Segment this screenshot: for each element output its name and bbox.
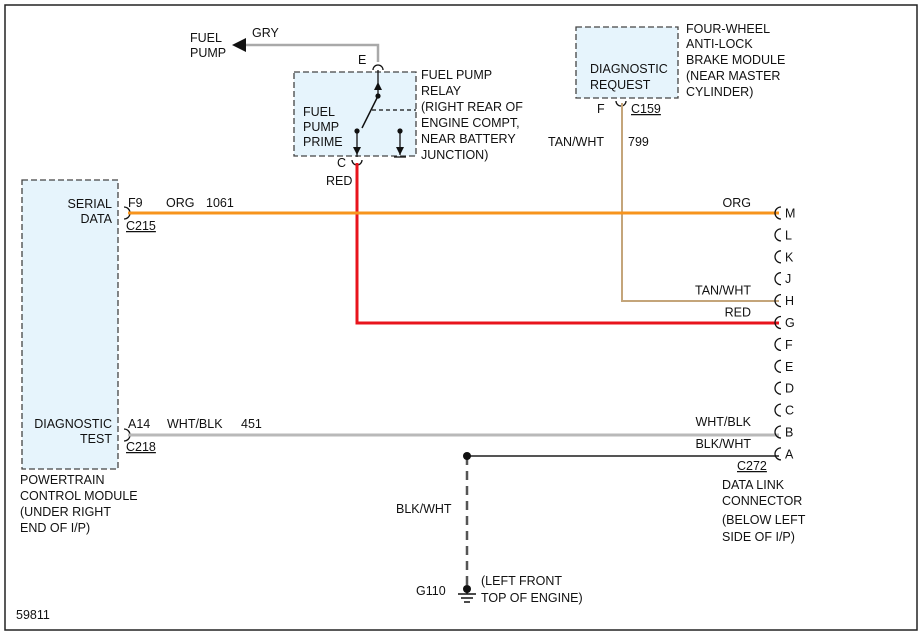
pcm-box xyxy=(21,179,119,470)
dlc-pin-g: G xyxy=(785,316,795,330)
dlc-pin-e-connector-icon xyxy=(774,359,782,373)
red-wire-label-top: RED xyxy=(326,174,352,188)
abs-wire-circuit: 799 xyxy=(628,135,649,149)
relay-fixed-arrow-icon xyxy=(396,147,404,155)
ground-wire-label: BLK/WHT xyxy=(396,502,452,516)
dlc-connector-c272: C272 xyxy=(737,459,767,473)
dlc-pin-d-connector-icon xyxy=(774,381,782,395)
gry-wire-label: GRY xyxy=(252,26,280,40)
dlc-pin-m-connector-icon xyxy=(774,206,782,220)
pcm-diag-line1: DIAGNOSTIC xyxy=(34,417,112,431)
relay-arrow-down-icon xyxy=(353,147,361,155)
abs-name-line2: ANTI-LOCK xyxy=(686,37,753,51)
abs-name-line5: CYLINDER) xyxy=(686,85,753,99)
pcm-name-line1: POWERTRAIN xyxy=(20,473,105,487)
relay-name-line6: JUNCTION) xyxy=(421,148,488,162)
relay-name-line1: FUEL PUMP xyxy=(421,68,492,82)
relay-name-line3: (RIGHT REAR OF xyxy=(421,100,523,114)
relay-pin-e-connector-icon xyxy=(372,64,384,71)
dlc-pin-g-connector-icon xyxy=(774,315,782,330)
fuel-pump-relay-box xyxy=(293,71,417,157)
abs-name-line3: BRAKE MODULE xyxy=(686,53,785,67)
fuel-pump-label-line1: FUEL xyxy=(190,31,222,45)
dlc-pin-f-connector-icon xyxy=(774,337,782,352)
ground-id: G110 xyxy=(416,584,446,598)
dlc-name-line4: SIDE OF I/P) xyxy=(722,530,795,544)
dlc-pin-c: C xyxy=(785,404,794,418)
dlc-wire-label-b: WHT/BLK xyxy=(695,415,751,429)
abs-module-box xyxy=(575,26,679,99)
pcm-diag-circuit: 451 xyxy=(241,417,262,431)
dlc-wire-label-a: BLK/WHT xyxy=(695,437,751,451)
relay-inner-line1: FUEL xyxy=(303,105,335,119)
splice-dot xyxy=(463,452,471,460)
dlc-pin-h-connector-icon xyxy=(774,293,782,308)
abs-inner-line1: DIAGNOSTIC xyxy=(590,62,668,76)
figure-id: 59811 xyxy=(16,608,50,622)
relay-name-line5: NEAR BATTERY xyxy=(421,132,516,146)
pcm-serial-circuit: 1061 xyxy=(206,196,234,210)
dlc-pin-j-connector-icon xyxy=(774,272,782,286)
pcm-diag-line2: TEST xyxy=(80,432,112,446)
relay-name-line4: ENGINE COMPT, xyxy=(421,116,520,130)
pcm-name-line4: END OF I/P) xyxy=(20,521,90,535)
fuel-pump-arrow-icon xyxy=(232,38,246,52)
dlc-pin-j: J xyxy=(785,272,791,286)
red-wire xyxy=(355,163,779,325)
ground-location-line2: TOP OF ENGINE) xyxy=(481,591,583,605)
dlc-wire-label-m: ORG xyxy=(723,196,751,210)
abs-inner-line2: REQUEST xyxy=(590,78,651,92)
dlc-pin-h: H xyxy=(785,294,794,308)
pcm-name-line2: CONTROL MODULE xyxy=(20,489,138,503)
dlc-pin-f: F xyxy=(785,338,793,352)
dlc-pin-e: E xyxy=(785,360,793,374)
dlc-pin-l-connector-icon xyxy=(774,228,782,242)
dlc-pin-c-connector-icon xyxy=(774,403,782,417)
dlc-pin-l: L xyxy=(785,228,792,242)
dlc-pin-b-connector-icon xyxy=(774,425,782,439)
dlc-pin-d: D xyxy=(785,382,794,396)
abs-pin-f: F xyxy=(597,102,605,116)
relay-name-line2: RELAY xyxy=(421,84,462,98)
tan-wht-wire xyxy=(621,103,779,302)
relay-switch-arm xyxy=(361,95,379,129)
diagram-frame xyxy=(4,4,918,631)
pcm-serial-wire-color: ORG xyxy=(166,196,194,210)
pcm-serial-line1: SERIAL xyxy=(68,197,113,211)
pcm-serial-line2: DATA xyxy=(81,212,113,226)
dlc-wire-label-g: RED xyxy=(725,306,751,320)
abs-wire-color: TAN/WHT xyxy=(548,135,604,149)
pcm-pin-f9: F9 xyxy=(128,196,143,210)
dlc-pin-m: M xyxy=(785,207,795,221)
relay-inner-line3: PRIME xyxy=(303,135,343,149)
relay-arrow-up-icon xyxy=(374,82,382,90)
dlc-pin-k: K xyxy=(785,250,794,264)
relay-inner-line2: PUMP xyxy=(303,120,339,134)
fuel-pump-label-line2: PUMP xyxy=(190,46,226,60)
dlc-pin-a-connector-icon xyxy=(774,447,782,461)
abs-name-line4: (NEAR MASTER xyxy=(686,69,780,83)
abs-connector-c159: C159 xyxy=(631,102,661,116)
dlc-wire-labels: ORG TAN/WHT RED WHT/BLK BLK/WHT xyxy=(695,196,752,451)
dlc-pin-b: B xyxy=(785,426,793,440)
dlc-name-line1: DATA LINK xyxy=(722,478,785,492)
pcm-diag-wire-color: WHT/BLK xyxy=(167,417,223,431)
ground-location-line1: (LEFT FRONT xyxy=(481,574,562,588)
dlc-wire-label-h: TAN/WHT xyxy=(695,284,751,298)
gry-wire xyxy=(246,43,380,62)
pcm-pin-a14: A14 xyxy=(128,417,150,431)
dlc-pin-a: A xyxy=(785,447,794,461)
pcm-connector-c215: C215 xyxy=(126,219,156,233)
relay-pin-e: E xyxy=(358,53,366,67)
dlc-name-line3: (BELOW LEFT xyxy=(722,513,806,527)
abs-name-line1: FOUR-WHEEL xyxy=(686,22,770,36)
relay-pin-c: C xyxy=(337,156,346,170)
dlc-pin-k-connector-icon xyxy=(774,250,782,264)
pcm-name-line3: (UNDER RIGHT xyxy=(20,505,111,519)
pcm-connector-c218: C218 xyxy=(126,440,156,454)
dlc-name-line2: CONNECTOR xyxy=(722,494,802,508)
